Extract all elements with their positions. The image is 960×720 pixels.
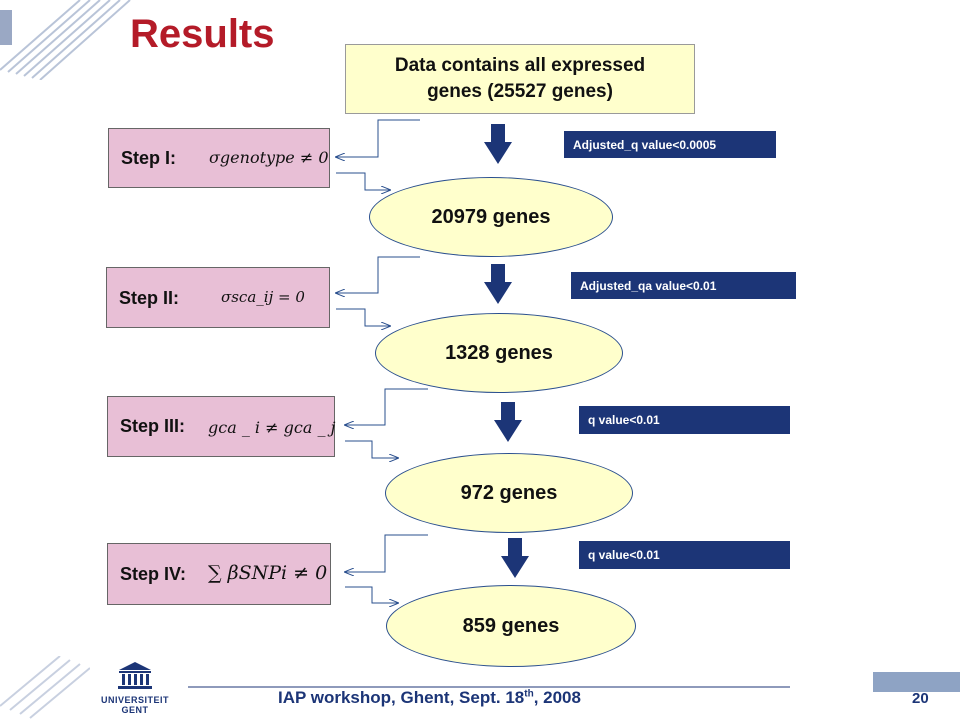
step-3-label: Step III: — [120, 416, 186, 436]
connector-from-step-4 — [345, 586, 398, 603]
decorative-stripes — [0, 0, 131, 80]
connector-to-step-1 — [336, 119, 420, 157]
logo-line-1: UNIVERSITEIT — [100, 695, 169, 705]
footer-text: IAP workshop, Ghent, Sept. 18th, 2008 — [278, 688, 581, 708]
connector-from-step-3 — [345, 440, 398, 458]
slide-title: Results — [130, 12, 275, 56]
result-ellipse-2: 1328 genes — [375, 313, 623, 393]
footer-text-sup: th — [524, 688, 534, 700]
result-ellipse-4: 859 genes — [386, 585, 636, 667]
step-4-formula: ∑ βSNPi ≠ 0 — [208, 562, 328, 584]
connector-to-step-2 — [336, 256, 420, 293]
result-ellipse-1: 20979 genes — [369, 177, 613, 257]
page-number: 20 — [912, 690, 929, 707]
threshold-badge-4: q value<0.01 — [579, 541, 790, 569]
step-4-label: Step IV: — [120, 564, 187, 584]
step-1-label: Step I: — [121, 148, 177, 168]
down-arrow-1 — [484, 124, 512, 164]
connector-from-step-2 — [336, 308, 390, 326]
down-arrow-3 — [494, 402, 522, 442]
threshold-badge-3: q value<0.01 — [579, 406, 790, 434]
page-number-bar — [873, 672, 960, 692]
connector-to-step-3 — [345, 388, 428, 425]
down-arrow-2 — [484, 264, 512, 304]
logo-line-2: GENT — [121, 705, 149, 715]
footer-decorative-stripes — [0, 656, 90, 719]
down-arrow-4 — [501, 538, 529, 578]
step-1-formula: σgenotype ≠ 0 — [209, 148, 329, 167]
connector-from-step-1 — [336, 172, 390, 190]
connector-to-step-4 — [345, 534, 428, 572]
result-ellipse-3: 972 genes — [385, 453, 633, 533]
step-3-formula: gca _ i ≠ gca _ j — [208, 418, 336, 437]
footer-text-main: IAP workshop, Ghent, Sept. 18 — [278, 688, 525, 707]
university-logo: UNIVERSITEIT GENT — [95, 660, 175, 718]
step-4-box: Step IV: ∑ βSNPi ≠ 0 — [107, 543, 331, 605]
step-2-box: Step II: σsca_ij = 0 — [106, 267, 330, 328]
university-building-icon — [118, 662, 152, 689]
input-data-box: Data contains all expressed genes (25527… — [345, 44, 695, 114]
step-2-formula: σsca_ij = 0 — [221, 288, 305, 306]
threshold-badge-1: Adjusted_q value<0.0005 — [564, 131, 776, 158]
step-3-box: Step III: gca _ i ≠ gca _ j — [107, 396, 335, 457]
step-1-box: Step I: σgenotype ≠ 0 — [108, 128, 330, 188]
threshold-badge-2: Adjusted_qa value<0.01 — [571, 272, 796, 299]
footer-text-year: , 2008 — [533, 688, 581, 707]
step-2-label: Step II: — [119, 288, 180, 308]
